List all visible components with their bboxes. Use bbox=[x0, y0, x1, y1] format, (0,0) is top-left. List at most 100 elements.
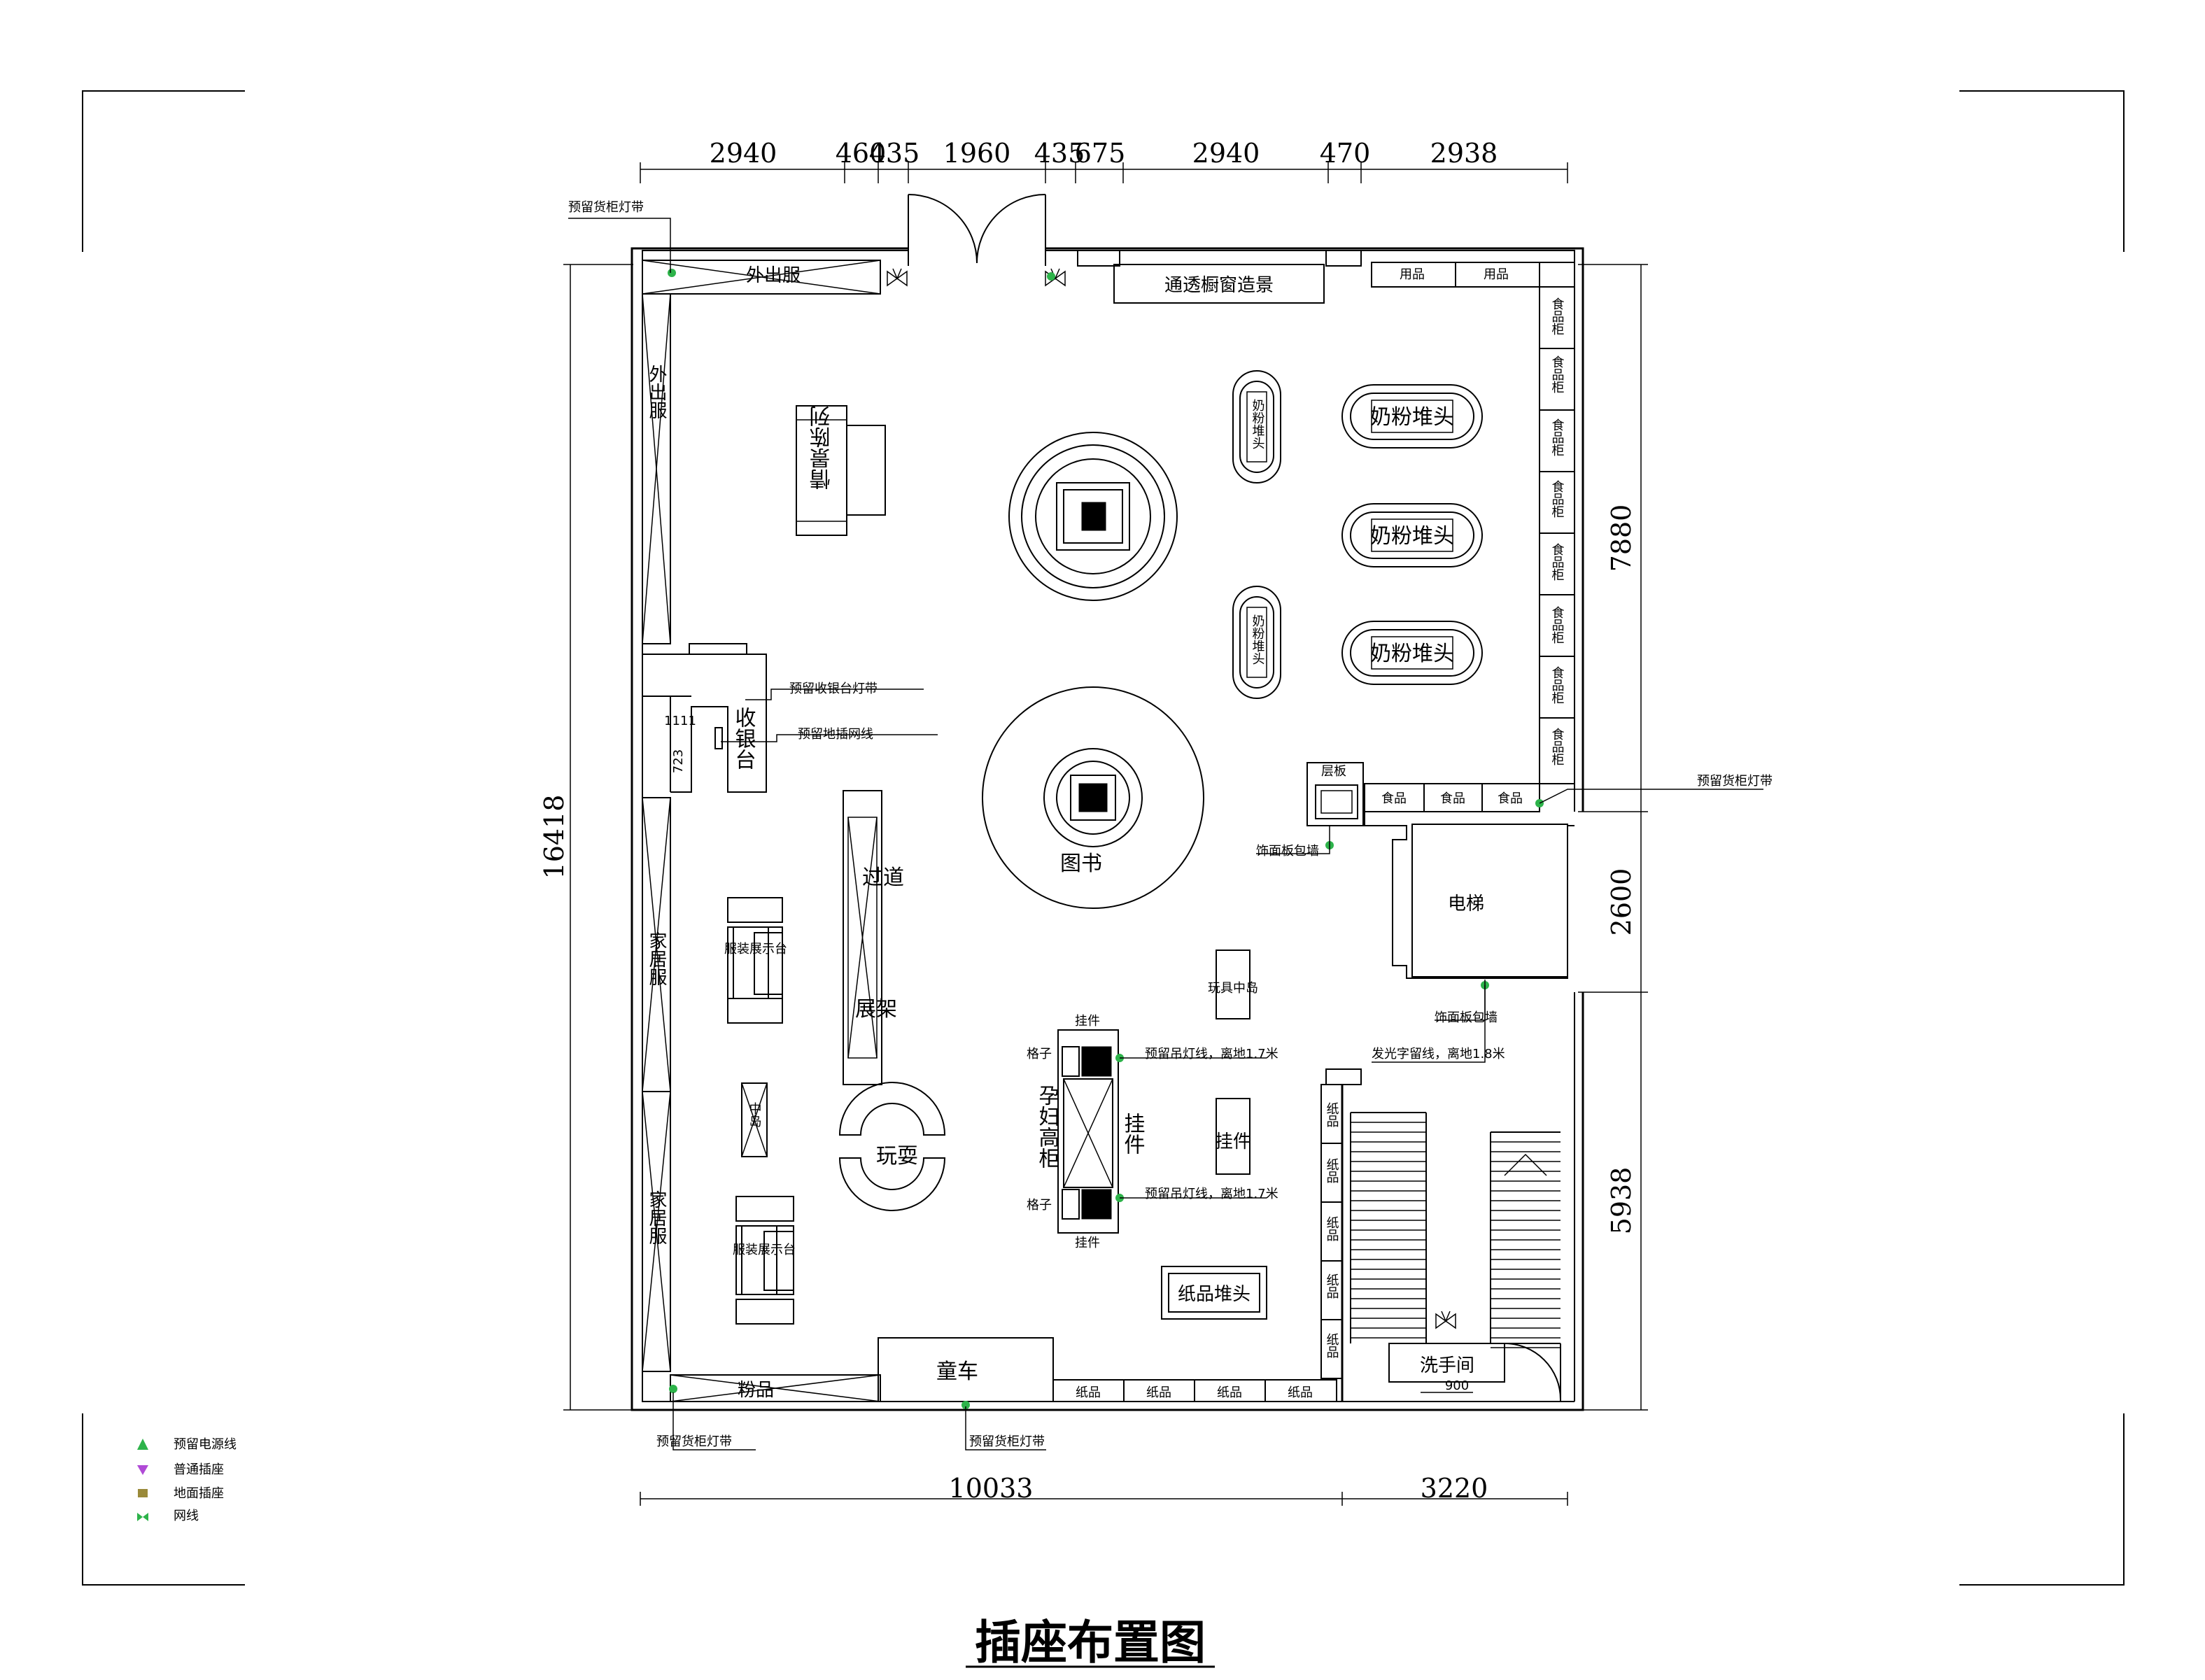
label-end-cap-1: 奶粉堆头 bbox=[1251, 399, 1265, 449]
label-scene-display: 情景陈列 bbox=[810, 406, 835, 490]
label-play: 玩耍 bbox=[876, 1144, 918, 1169]
label-toys: 玩具中岛 bbox=[1208, 981, 1258, 996]
outer-walls bbox=[630, 247, 1584, 1411]
aisle-shelf bbox=[843, 790, 882, 1085]
clothing-display-2 bbox=[735, 1196, 794, 1325]
round-display-books bbox=[982, 686, 1204, 909]
label-books: 图书 bbox=[1060, 852, 1102, 876]
cashier-code-2: 723 bbox=[671, 749, 686, 773]
label-food-shelf-3: 食品柜 bbox=[1550, 418, 1565, 456]
right-dimension-line bbox=[1578, 264, 1648, 1411]
label-food-shelf-2: 食品柜 bbox=[1550, 355, 1565, 393]
legend: 预留电源线 普通插座 地面插座 网线 bbox=[137, 1437, 237, 1523]
entrance-doors bbox=[908, 194, 1046, 266]
label-homewear-2: 家居服 bbox=[646, 1190, 667, 1245]
label-supplies-1: 用品 bbox=[1400, 267, 1425, 282]
dim-top-9: 2938 bbox=[1430, 138, 1498, 169]
annotation-logo-wire: 发光字留线，离地1.8米 bbox=[1372, 1047, 1505, 1061]
bottom-dimension-line bbox=[640, 1492, 1568, 1506]
dim-top-2: 460 bbox=[836, 138, 887, 169]
dim-right-1: 7880 bbox=[1606, 504, 1637, 572]
label-food-shelf-8: 食品柜 bbox=[1550, 728, 1565, 765]
label-showcase: 通透橱窗造景 bbox=[1164, 275, 1274, 296]
network-icon bbox=[1435, 1311, 1456, 1329]
washroom bbox=[1388, 1343, 1561, 1402]
food-shelves-right bbox=[1539, 286, 1575, 784]
annotation-cashier-light: 预留收银台灯带 bbox=[789, 682, 878, 696]
formula-pile-2 bbox=[1341, 503, 1483, 567]
cashier-code-1: 1111 bbox=[664, 714, 696, 728]
label-paper-side-2: 纸品 bbox=[1325, 1158, 1339, 1183]
dim-top-4: 1960 bbox=[943, 138, 1011, 169]
label-paper-side-1: 纸品 bbox=[1325, 1102, 1339, 1127]
annotation-light-top-left: 预留货柜灯带 bbox=[568, 200, 644, 215]
label-cashier: 收银台 bbox=[731, 707, 756, 770]
network-icon bbox=[137, 1513, 148, 1521]
annotation-panel-wrap-1: 饰面板包墙 bbox=[1256, 844, 1319, 859]
label-paper-side-4: 纸品 bbox=[1325, 1273, 1339, 1299]
label-outerwear-top: 外出服 bbox=[746, 265, 801, 286]
power-wire-icon bbox=[137, 1439, 148, 1450]
label-paper-side-5: 纸品 bbox=[1325, 1333, 1339, 1358]
floor-socket-icon bbox=[138, 1489, 148, 1497]
page-title: 插座布置图 bbox=[975, 1616, 1206, 1670]
annotation-light-bottom-left: 预留货柜灯带 bbox=[656, 1434, 732, 1449]
label-paper-bottom-3: 纸品 bbox=[1217, 1385, 1242, 1400]
dim-left: 16418 bbox=[539, 795, 570, 880]
annotation-light-bottom-mid: 预留货柜灯带 bbox=[969, 1434, 1045, 1449]
network-icons bbox=[887, 268, 1456, 1329]
label-paper-bottom-2: 纸品 bbox=[1146, 1385, 1171, 1400]
diaper-pile bbox=[1161, 1266, 1267, 1320]
label-formula-3: 奶粉堆头 bbox=[1370, 642, 1454, 666]
label-washroom: 洗手间 bbox=[1420, 1355, 1474, 1376]
round-display-top bbox=[1008, 432, 1178, 601]
annotation-light-right: 预留货柜灯带 bbox=[1697, 774, 1773, 789]
label-diaper-pile: 纸品堆头 bbox=[1178, 1284, 1251, 1305]
small-items-rack bbox=[670, 1374, 881, 1402]
mid-island bbox=[741, 1082, 768, 1157]
legend-label-3: 地面插座 bbox=[174, 1486, 224, 1501]
label-food-shelf-5: 食品柜 bbox=[1550, 543, 1565, 581]
top-dimension-line bbox=[640, 162, 1568, 183]
stair-arrow-icon bbox=[1504, 1153, 1547, 1176]
dim-right-3: 5938 bbox=[1606, 1167, 1637, 1235]
dim-bottom-2: 3220 bbox=[1421, 1473, 1488, 1504]
socket-icon bbox=[137, 1465, 148, 1475]
label-hanging-1: 挂件 bbox=[1120, 1113, 1146, 1155]
legend-label-1: 预留电源线 bbox=[174, 1437, 237, 1452]
end-cap-1 bbox=[1232, 370, 1281, 483]
dim-bottom-1: 10033 bbox=[949, 1473, 1034, 1504]
dim-top-5: 435 bbox=[1034, 138, 1085, 169]
label-paper-bottom-4: 纸品 bbox=[1288, 1385, 1313, 1400]
dim-right-2: 2600 bbox=[1606, 868, 1637, 936]
label-maternity-cabinet: 孕妇高柜 bbox=[1035, 1085, 1060, 1169]
label-washroom-width: 900 bbox=[1445, 1378, 1469, 1393]
legend-label-4: 网线 bbox=[174, 1509, 199, 1523]
label-small-items: 粉品 bbox=[738, 1380, 774, 1401]
label-paper-bottom-1: 纸品 bbox=[1076, 1385, 1101, 1400]
label-paper-side-3: 纸品 bbox=[1325, 1216, 1339, 1241]
label-homewear-1: 家居服 bbox=[646, 931, 667, 986]
left-dimension-line bbox=[563, 264, 633, 1411]
dim-top-7: 2940 bbox=[1192, 138, 1260, 169]
stair-treads bbox=[1351, 1122, 1561, 1348]
label-hanging-2: 挂件 bbox=[1215, 1131, 1251, 1152]
hanging-box-2 bbox=[1216, 1098, 1251, 1175]
dim-top-3: 435 bbox=[869, 138, 920, 169]
label-shelf: 展架 bbox=[855, 997, 897, 1022]
end-cap-2 bbox=[1232, 586, 1281, 699]
label-food-bottom-1: 食品 bbox=[1381, 791, 1407, 806]
play-area bbox=[838, 1082, 946, 1211]
annotation-floor-network: 预留地插网线 bbox=[798, 727, 873, 742]
elevator bbox=[1364, 812, 1575, 979]
scene-display-table bbox=[796, 405, 886, 536]
label-hook-top: 挂件 bbox=[1075, 1014, 1100, 1029]
label-formula-2: 奶粉堆头 bbox=[1370, 524, 1454, 549]
label-stroller: 童车 bbox=[936, 1360, 978, 1384]
paper-bottom-row bbox=[1052, 1379, 1337, 1402]
label-end-cap-2: 奶粉堆头 bbox=[1251, 614, 1265, 665]
formula-pile-1 bbox=[1341, 384, 1483, 449]
annotation-ceiling-light-1: 预留吊灯线，离地1.7米 bbox=[1145, 1047, 1278, 1061]
label-hook-bottom: 挂件 bbox=[1075, 1236, 1100, 1250]
label-food-shelf-4: 食品柜 bbox=[1550, 480, 1565, 518]
